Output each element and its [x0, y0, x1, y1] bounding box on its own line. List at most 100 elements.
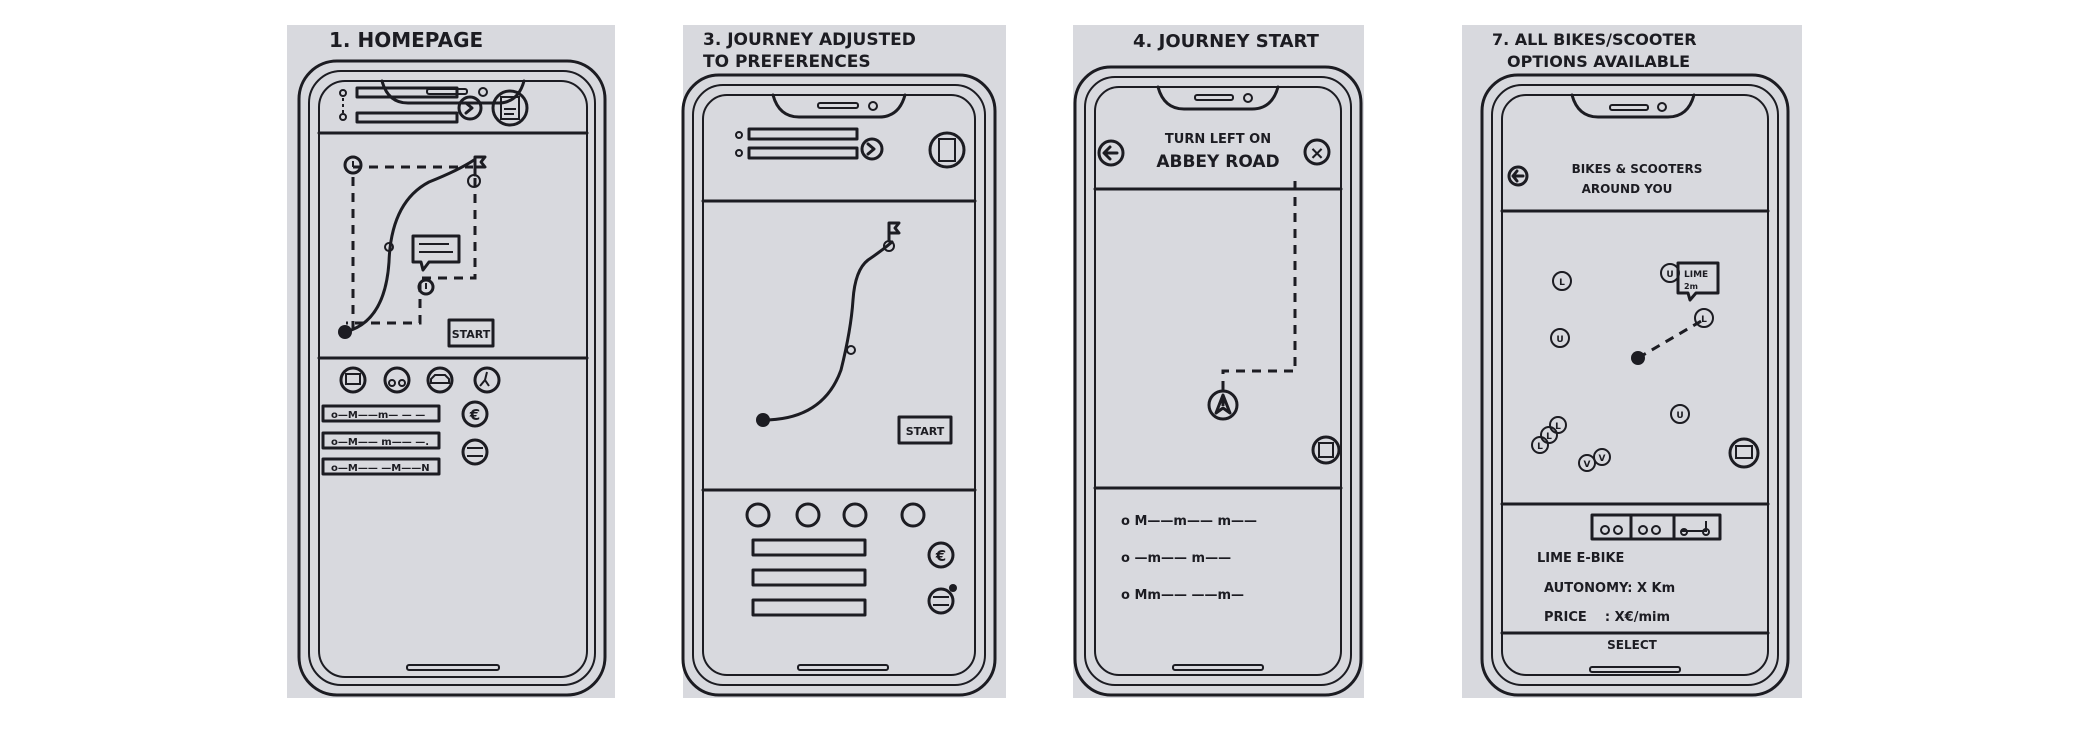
go-arrow-icon[interactable] — [860, 137, 884, 161]
svg-text:U: U — [1676, 411, 1683, 421]
svg-text:U: U — [1556, 335, 1563, 345]
route-option — [321, 457, 441, 476]
svg-text:€: € — [935, 547, 946, 565]
start-button[interactable]: START — [447, 318, 495, 348]
turn-instruction: TURN LEFT ON — [1165, 132, 1271, 147]
destination-input[interactable] — [735, 146, 859, 160]
svg-text:L: L — [1537, 442, 1543, 452]
transport-mode-tabs[interactable] — [745, 502, 926, 528]
screen-title: 1. HOMEPAGE — [329, 28, 483, 52]
screen-title: 4. JOURNEY START — [1133, 31, 1320, 52]
svg-text:o M——m—— m——: o M——m—— m—— — [1121, 514, 1257, 529]
svg-text:START: START — [452, 328, 491, 341]
svg-text:o—M——m— — —: o—M——m— — — — [331, 410, 425, 421]
route-option-list[interactable] — [751, 538, 867, 617]
svg-text:U: U — [1666, 270, 1673, 280]
svg-text:L: L — [1701, 315, 1707, 325]
screen-title-line1: 7. ALL BIKES/SCOOTER — [1492, 30, 1697, 49]
svg-text:LIME: LIME — [1684, 270, 1708, 280]
header-title-line1: BIKES & SCOOTERS — [1572, 162, 1703, 176]
destination-input[interactable] — [339, 98, 459, 124]
options-icon[interactable] — [1728, 437, 1760, 469]
phone-frame — [297, 59, 607, 697]
walk-mode-icon — [900, 502, 926, 528]
route-option — [321, 431, 441, 450]
svg-text:L: L — [1555, 422, 1561, 432]
route-option — [751, 538, 867, 557]
close-button[interactable]: × — [1303, 138, 1331, 166]
fare-button[interactable]: € — [927, 541, 955, 569]
svg-text:€: € — [469, 406, 480, 424]
fare-button[interactable]: € — [461, 400, 489, 428]
options-icon[interactable] — [1311, 435, 1341, 465]
origin-input[interactable] — [339, 86, 459, 99]
svg-text:V: V — [1599, 454, 1606, 464]
select-button[interactable]: SELECT — [1607, 638, 1657, 652]
svg-text:o —m—— m——: o —m—— m—— — [1121, 551, 1231, 566]
vehicle-popup: LIME 2m — [1676, 261, 1720, 302]
svg-text:L: L — [1559, 278, 1565, 288]
vehicle-marker[interactable]: V — [1593, 448, 1611, 466]
navigation-map — [1207, 181, 1297, 421]
walk-mode-icon — [473, 366, 501, 394]
vehicle-marker[interactable]: L — [1540, 426, 1558, 444]
alert-marker-icon — [417, 278, 435, 296]
current-location-arrow-icon — [1207, 389, 1239, 421]
filter-settings-icon[interactable] — [461, 438, 489, 466]
scooter-icon — [1680, 521, 1710, 536]
vehicle-marker[interactable]: L — [1549, 416, 1567, 434]
screen-journey-adjusted: 3. JOURNEY ADJUSTED TO PREFERENCES START… — [681, 25, 1006, 698]
screen-homepage: 1. HOMEPAGE START o—M——m— — — — [287, 25, 615, 698]
filter-settings-icon[interactable] — [927, 584, 957, 615]
back-button[interactable] — [1507, 165, 1529, 187]
vehicle-marker[interactable]: V — [1578, 454, 1596, 472]
vehicle-name: LIME E-BIKE — [1537, 551, 1624, 566]
bus-mode-icon — [339, 366, 367, 394]
transport-mode-tabs[interactable] — [339, 366, 501, 394]
screen-bikes-scooters: 7. ALL BIKES/SCOOTER OPTIONS AVAILABLE B… — [1462, 25, 1802, 698]
svg-text:SELECT: SELECT — [1607, 638, 1657, 652]
bike-mode-icon — [795, 502, 821, 528]
screen-journey-start: 4. JOURNEY START TURN LEFT ON ABBEY ROAD… — [1073, 25, 1364, 698]
vehicle-marker[interactable]: U — [1550, 328, 1570, 348]
vehicle-markers: L U L U U L L L V V — [1531, 263, 1714, 472]
screen-title-line2: TO PREFERENCES — [703, 52, 871, 72]
svg-text:×: × — [1309, 143, 1324, 164]
vehicle-autonomy: AUTONOMY: X Km — [1544, 581, 1675, 596]
route-option — [751, 568, 867, 587]
vehicle-marker[interactable]: L — [1531, 436, 1549, 454]
saved-journeys-icon[interactable] — [928, 131, 966, 169]
car-mode-icon — [426, 366, 454, 394]
svg-text:o Mm—— ——m—: o Mm—— ——m— — [1121, 588, 1244, 603]
svg-text:V: V — [1584, 460, 1591, 470]
origin-input[interactable] — [735, 127, 859, 141]
svg-text:2m: 2m — [1684, 282, 1698, 291]
start-button[interactable]: START — [897, 415, 953, 445]
phone-frame — [1480, 73, 1790, 697]
svg-text:START: START — [906, 425, 945, 438]
ebike-icon — [1600, 525, 1623, 535]
vehicle-type-tabs[interactable] — [1590, 513, 1722, 541]
svg-text:o—M—— m—— —.: o—M—— m—— —. — [331, 437, 429, 448]
vehicle-map: LIME 2m L U L U U L L L V V — [1531, 261, 1720, 472]
screen-title-line2: OPTIONS AVAILABLE — [1507, 52, 1690, 71]
vehicle-marker[interactable]: L — [1552, 271, 1572, 291]
route-map — [338, 155, 487, 339]
vehicle-marker[interactable]: L — [1694, 308, 1714, 328]
route-option-list[interactable]: o—M——m— — — o—M—— m—— —. o—M—— —M——N — [321, 404, 441, 476]
route-steps: o M——m—— m—— o —m—— m—— o Mm—— ——m— — [1121, 514, 1257, 603]
phone-frame — [681, 73, 997, 697]
phone-frame — [1073, 65, 1363, 697]
route-option — [751, 598, 867, 617]
vehicle-price: PRICE : X€/mim — [1544, 610, 1670, 625]
saved-journeys-icon[interactable] — [491, 89, 529, 127]
vehicle-marker[interactable]: U — [1670, 404, 1690, 424]
info-bubble — [411, 234, 461, 272]
vehicle-marker[interactable]: U — [1660, 263, 1680, 283]
go-arrow-icon[interactable] — [457, 95, 483, 121]
user-location — [1631, 351, 1645, 365]
back-button[interactable] — [1097, 139, 1125, 167]
route-map — [756, 221, 901, 427]
screen-title-line1: 3. JOURNEY ADJUSTED — [703, 30, 916, 50]
bike-mode-icon — [383, 366, 411, 394]
